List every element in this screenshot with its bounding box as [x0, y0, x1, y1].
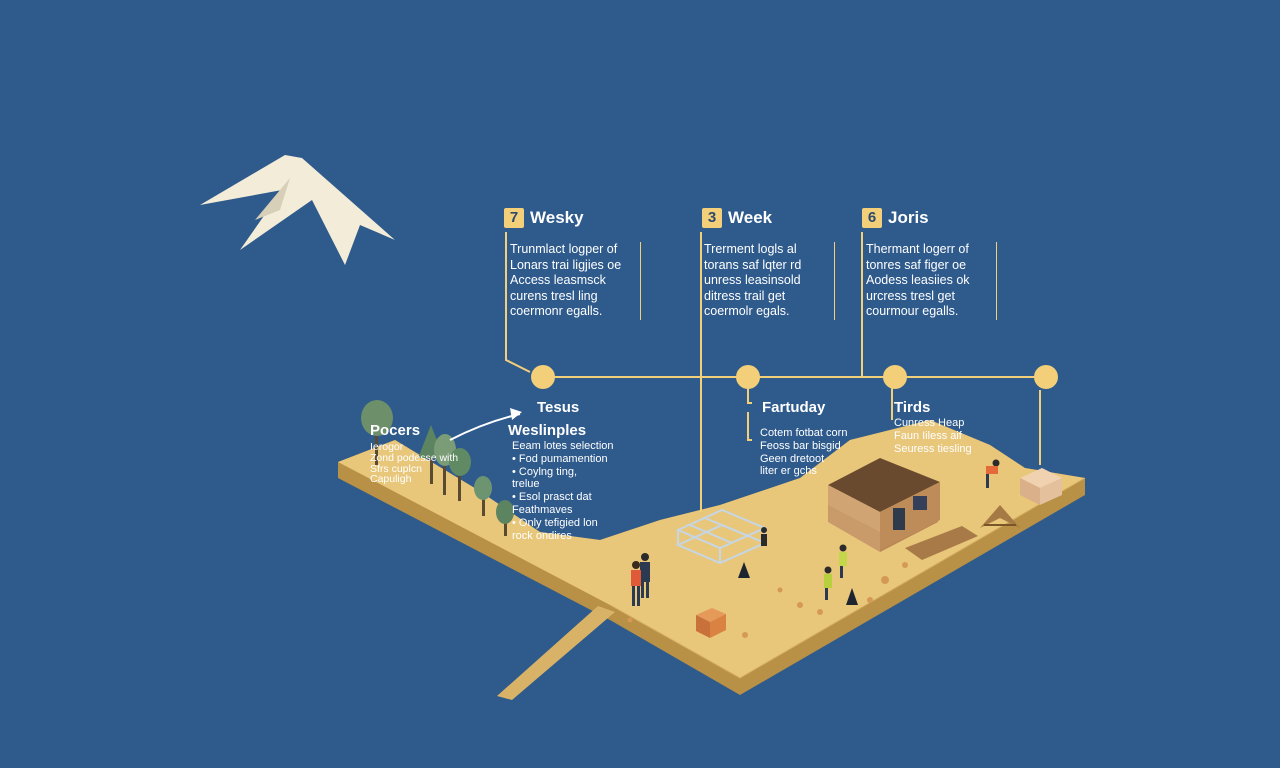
stage-1-title: Wesky	[530, 208, 584, 227]
stage-3-title: Joris	[888, 208, 929, 227]
weslinples-line: • Fod pumamention	[512, 452, 608, 465]
stage-2-line: coermolr egals.	[704, 304, 790, 319]
pocers-line: Sfrs cuplcn	[370, 462, 422, 475]
timeline-connectors	[505, 232, 1046, 512]
stage-2-line: ditress trail get	[704, 288, 786, 303]
tesus-title: Tesus	[537, 399, 580, 416]
stage-1-badge: 7	[504, 208, 524, 228]
stage-1-header: 7 Wesky	[504, 208, 584, 228]
stage-3-line: Thermant logerr of	[866, 242, 969, 256]
stage-1-line: Access leasmsck	[510, 273, 606, 288]
weslinples-line: rock ondires	[512, 529, 572, 542]
weslinples-title: Weslinples	[508, 422, 587, 439]
fartuday-lines: Cotem fotbat corn Feoss bar bisgid Geen …	[760, 427, 847, 478]
stage-1-line: coermonr egalls.	[510, 304, 603, 319]
weslinples-line: • Coylng ting,	[512, 465, 577, 478]
stage-3-header: 6 Joris	[862, 208, 929, 228]
fartuday-line: Cotem fotbat corn	[760, 427, 848, 439]
trees	[361, 400, 514, 536]
stage-2-badge: 3	[702, 208, 722, 228]
stage-1-line: Trunmlact logper of	[510, 242, 618, 256]
tirds-title: Tirds	[894, 399, 931, 416]
weslinples-line: • Esol prasct dat	[512, 491, 592, 504]
weslinples-line: trelue	[512, 478, 540, 491]
weslinples-lines: Eeam lotes selection • Fod pumamention •…	[512, 440, 614, 542]
stage-3-line: urcress tresl get	[866, 288, 955, 303]
timeline-nodes	[531, 365, 1058, 389]
fartuday-line: Feoss bar bisgid	[760, 439, 841, 452]
stage-2-description: Trerment logls al torans saf lqter rd un…	[704, 242, 835, 320]
stage-2-title: Week	[728, 208, 773, 227]
fartuday-title: Fartuday	[762, 399, 826, 416]
tirds-line: Seuress tiesling	[894, 442, 972, 455]
pocers-lines: Ierogor Zond podesse with Sfrs cuplcn Ca…	[370, 442, 458, 485]
stage-2-header: 3 Week	[702, 208, 772, 228]
tirds-line: Faun Iiless aif	[894, 429, 962, 442]
house	[828, 458, 978, 560]
weslinples-line: Feathmaves	[512, 503, 573, 516]
stage-3-badge: 6	[862, 208, 882, 228]
stage-3-description: Thermant logerr of tonres saf figer oe A…	[866, 242, 997, 320]
fartuday-line: liter er gchs	[760, 465, 817, 478]
pocers-line: Ierogor	[370, 441, 404, 453]
ramp	[497, 606, 615, 700]
stage-1-description: Trunmlact logper of Lonars trai ligjies …	[510, 242, 641, 320]
pocers-line: Zond podesse with	[370, 451, 459, 464]
workers	[631, 459, 1000, 606]
tirds-line: Cunress Heap	[894, 417, 965, 429]
tirds-lines: Cunress Heap Faun Iiless aif Seuress tie…	[894, 417, 972, 455]
stage-1-line: Lonars trai ligjies oe	[510, 257, 622, 272]
mountain-icon	[200, 155, 395, 265]
stage-2-line: torans saf lqter rd	[704, 257, 802, 272]
weslinples-line: Eeam lotes selection	[512, 440, 614, 452]
pocers-title: Pocers	[370, 422, 421, 439]
crates	[696, 468, 1062, 638]
stage-2-line: Trerment logls al	[704, 242, 797, 256]
arrow-icon	[449, 408, 522, 441]
stage-2-line: unress leasinsold	[704, 273, 801, 288]
stage-3-line: courmour egalls.	[866, 304, 959, 319]
pocers-line: Capuligh	[370, 473, 412, 486]
fartuday-line: Geen dretoot	[760, 452, 825, 465]
ground-marks	[627, 562, 908, 638]
stage-3-line: tonres saf figer oe	[866, 257, 967, 272]
stage-1-line: curens tresl ling	[510, 288, 598, 303]
weslinples-line: • Only tefigied lon	[512, 516, 598, 529]
stage-3-line: Aodess leasiies ok	[866, 273, 970, 288]
